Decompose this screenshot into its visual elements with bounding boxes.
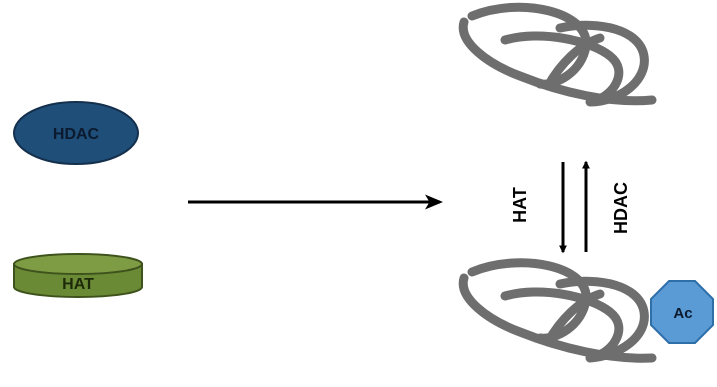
acetyl-group: Ac — [650, 280, 714, 344]
hdac-enzyme: HDAC — [13, 101, 139, 165]
acetyl-group-shape — [650, 280, 714, 344]
hat-enzyme: HAT — [13, 253, 143, 298]
hat-enzyme-top — [13, 253, 143, 275]
hdac-enzyme-label: HDAC — [53, 126, 100, 143]
acetyl-group-label: Ac — [673, 305, 692, 322]
chromatin-top — [458, 2, 657, 107]
chromatin-bottom — [458, 258, 657, 363]
hdac-enzyme-shape — [13, 101, 139, 165]
hat-arrow-label: HAT — [510, 187, 530, 223]
hat-enzyme-label: HAT — [62, 276, 94, 293]
hdac-arrow-label: HDAC — [611, 182, 631, 234]
